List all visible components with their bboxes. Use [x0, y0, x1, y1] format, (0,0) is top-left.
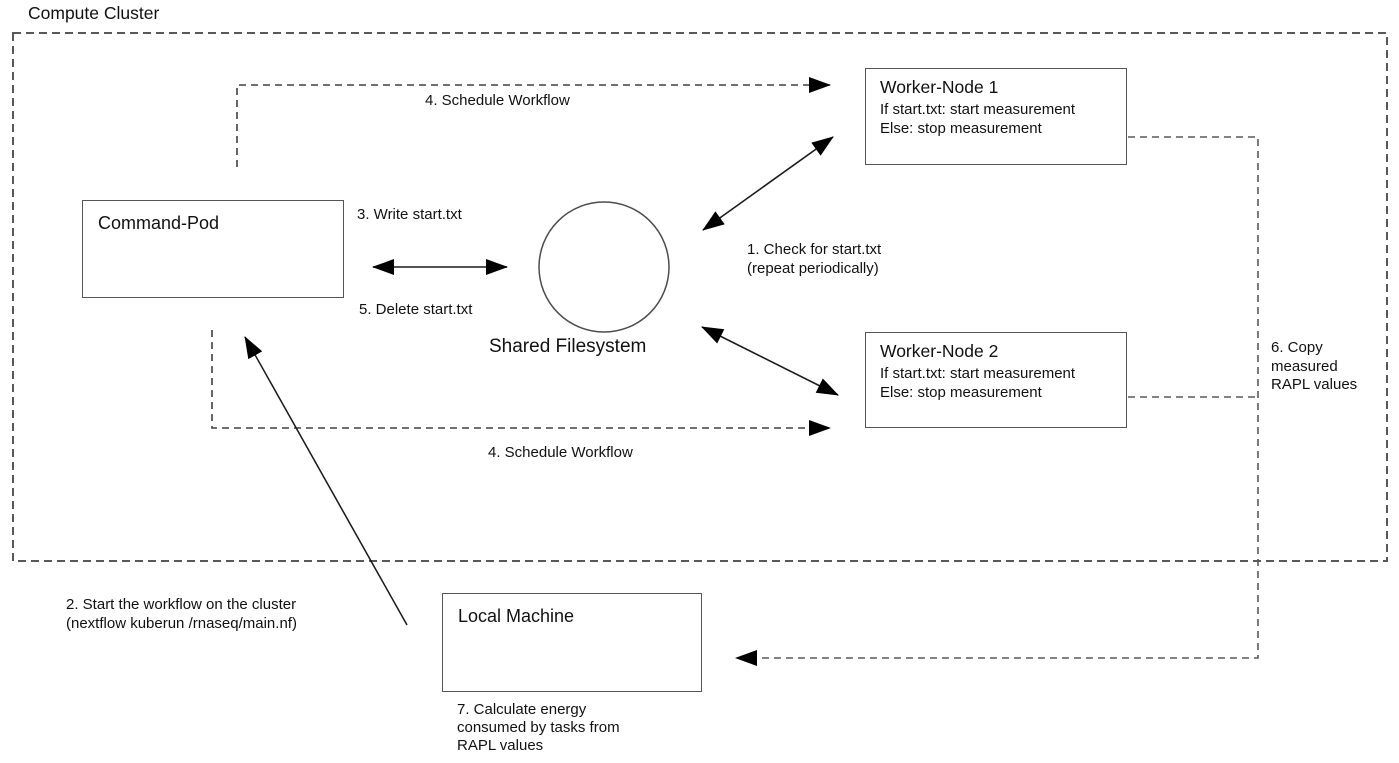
cluster-border: [12, 32, 1388, 562]
cluster-title: Compute Cluster: [28, 3, 160, 23]
label-schedule-workflow-bottom: 4. Schedule Workflow: [488, 444, 633, 461]
command-pod-node: Command-Pod: [82, 200, 344, 298]
worker-node-1: Worker-Node 1 If start.txt: start measur…: [865, 68, 1127, 165]
arrow-copy-rapl: [735, 136, 1259, 666]
arrow-schedule-workflow-top: [236, 77, 831, 167]
label-write-start: 3. Write start.txt: [357, 206, 462, 223]
arrow-filesystem-worker1: [702, 136, 834, 231]
worker-node-2: Worker-Node 2 If start.txt: start measur…: [865, 332, 1127, 428]
local-machine-label: Local Machine: [458, 606, 575, 626]
label-calculate-energy: 7. Calculate energy consumed by tasks fr…: [457, 701, 620, 754]
arrow-schedule-workflow-bottom: [211, 330, 831, 436]
worker-node-2-behavior: If start.txt: start measurement Else: st…: [880, 365, 1076, 401]
label-delete-start: 5. Delete start.txt: [359, 301, 473, 318]
label-schedule-workflow-top: 4. Schedule Workflow: [425, 92, 570, 109]
label-copy-rapl: 6. Copy measured RAPL values: [1271, 339, 1358, 393]
label-check-start: 1. Check for start.txt (repeat periodica…: [747, 241, 882, 277]
local-machine-node: Local Machine: [442, 593, 702, 692]
worker-node-2-title: Worker-Node 2: [880, 341, 999, 361]
arrow-filesystem-worker2: [701, 326, 839, 396]
label-start-workflow: 2. Start the workflow on the cluster (ne…: [66, 596, 297, 632]
shared-filesystem-label: Shared Filesystem: [489, 336, 647, 357]
shared-filesystem-circle: [538, 201, 670, 333]
arrow-start-workflow: [244, 336, 408, 626]
worker-node-1-behavior: If start.txt: start measurement Else: st…: [880, 101, 1076, 137]
worker-node-1-title: Worker-Node 1: [880, 77, 999, 97]
command-pod-label: Command-Pod: [98, 213, 220, 233]
